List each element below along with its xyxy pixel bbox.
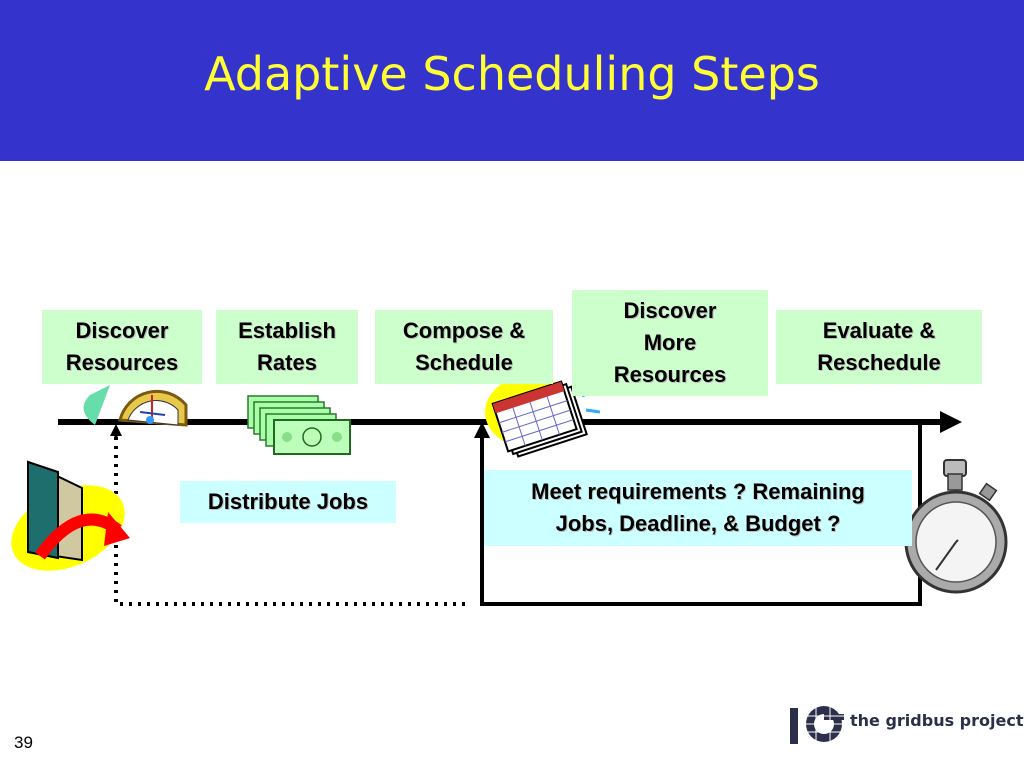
step-label-line: More (643, 330, 697, 355)
slide-title: Adaptive Scheduling Steps (204, 47, 820, 101)
calendar-icon (485, 365, 601, 458)
step-discover-more-resources: Discover More Resources (572, 290, 768, 396)
slide-number: 39 (14, 733, 33, 752)
stopwatch-icon (904, 459, 1008, 594)
step-label-line: Reschedule (817, 350, 941, 375)
step-label-line: Evaluate & (822, 318, 936, 343)
money-stack-icon (247, 395, 351, 455)
title-banner (0, 0, 1024, 161)
step-label-line: Schedule (415, 350, 513, 375)
step-discover-resources: Discover Resources (42, 310, 202, 384)
requirements-line: Jobs, Deadline, & Budget ? (555, 511, 841, 536)
requirements-line: Meet requirements ? Remaining (531, 479, 865, 504)
requirements-question: Meet requirements ? Remaining Jobs, Dead… (484, 470, 912, 546)
step-label-line: Rates (257, 350, 317, 375)
dotted-arrowhead (110, 424, 122, 436)
feedback-arrowhead (474, 422, 490, 438)
step-establish-rates: Establish Rates (216, 310, 358, 384)
compass-icon (83, 385, 188, 427)
door-exit-icon (11, 460, 130, 571)
step-label-line: Resources (65, 350, 179, 375)
logo-text: the gridbus project (850, 711, 1024, 730)
distribute-jobs-label: Distribute Jobs (180, 481, 396, 523)
gridbus-logo-icon (790, 706, 844, 744)
step-label-line: Establish (238, 318, 336, 343)
step-label-line: Compose & (402, 318, 526, 343)
step-compose-schedule: Compose & Schedule (375, 310, 553, 384)
step-label-line: Discover (623, 298, 717, 323)
timeline-arrowhead (940, 411, 962, 433)
distribute-jobs-text: Distribute Jobs (207, 489, 369, 514)
step-label-line: Resources (613, 362, 727, 387)
step-label-line: Discover (75, 318, 169, 343)
step-evaluate-reschedule: Evaluate & Reschedule (776, 310, 982, 384)
